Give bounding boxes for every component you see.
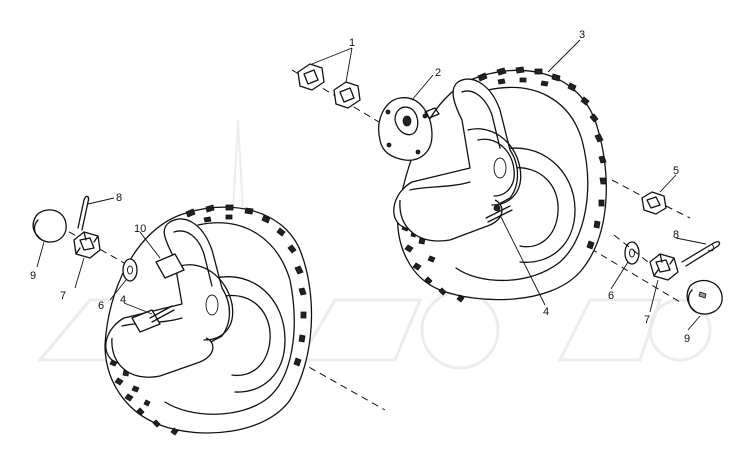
left-washer (122, 258, 138, 282)
left-rim (105, 218, 234, 378)
right-wheel-nuts (297, 63, 361, 109)
callout-4-right: 4 (543, 306, 549, 318)
left-castle-nut (73, 231, 101, 259)
callout-9-right: 9 (684, 333, 690, 345)
right-axis-line (291, 69, 681, 303)
leader-lines (36, 39, 707, 331)
callout-9-left: 9 (30, 270, 36, 282)
left-wheel-assembly (32, 195, 386, 436)
left-tire-tread (109, 204, 307, 436)
callout-6-right: 6 (608, 290, 614, 302)
right-rim (393, 78, 522, 242)
right-wheel-assembly (291, 63, 723, 315)
callout-3: 3 (579, 29, 585, 41)
callout-7-left: 7 (60, 290, 66, 302)
right-hub (378, 97, 440, 161)
right-washer (624, 241, 640, 265)
left-cotter-pin (77, 195, 90, 231)
callout-1: 1 (349, 37, 355, 49)
right-castle-nut (649, 253, 679, 281)
left-stud (149, 305, 175, 323)
callout-2: 2 (435, 67, 441, 79)
callout-10: 10 (134, 223, 146, 235)
right-cotter-pin (681, 241, 721, 267)
right-lug-nut (611, 179, 691, 219)
callouts: 1 2 3 4 5 6 7 8 9 8 9 7 6 10 4 (30, 29, 690, 345)
left-dust-cap (32, 209, 67, 243)
right-tire-tread (401, 66, 607, 303)
callout-8-left: 8 (116, 192, 122, 204)
callout-6-left: 6 (98, 300, 104, 312)
callout-8-right: 8 (673, 229, 679, 241)
callout-5: 5 (673, 165, 679, 177)
right-dust-cap (686, 279, 723, 315)
callout-7-right: 7 (644, 314, 650, 326)
callout-4-left: 4 (120, 294, 126, 306)
